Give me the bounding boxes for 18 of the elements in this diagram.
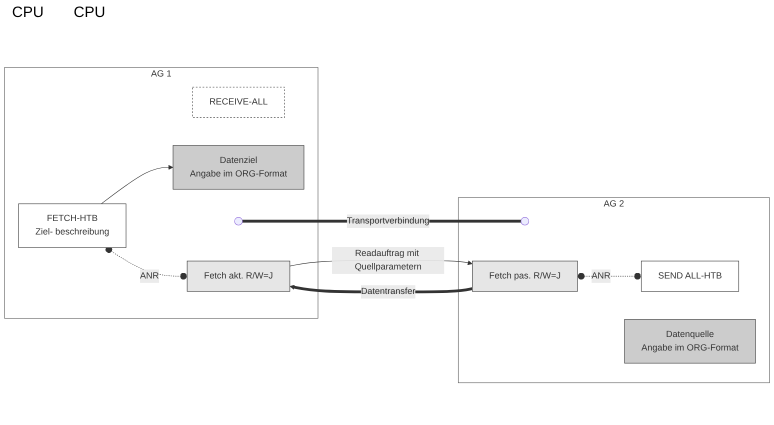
edge-label: Transportverbindung xyxy=(346,216,430,226)
edge-label: ANR xyxy=(140,271,160,281)
column-heading: CPU xyxy=(12,4,44,21)
node-box: FETCH-HTB Ziel- beschreibung xyxy=(18,203,126,248)
node-circle xyxy=(234,216,243,226)
node-box: SEND ALL-HTB xyxy=(640,260,740,292)
arrow xyxy=(100,164,174,204)
connector xyxy=(105,246,188,280)
edge-label: Datentransfer xyxy=(360,286,416,296)
node-box: RECEIVE-ALL xyxy=(192,86,285,118)
column-heading: CPU xyxy=(74,4,106,21)
edge-label: ANR xyxy=(592,271,611,281)
edge-label: Readauftrag mit Quellparametern xyxy=(354,248,422,272)
node-box: Fetch pas. R/W=J xyxy=(472,260,578,292)
node-box: Datenziel Angabe im ORG-Format xyxy=(172,145,304,190)
node-box: Fetch akt. R/W=J xyxy=(186,260,290,292)
node-box: Datenquelle Angabe im ORG-Format xyxy=(624,318,756,364)
node-circle xyxy=(520,216,530,226)
